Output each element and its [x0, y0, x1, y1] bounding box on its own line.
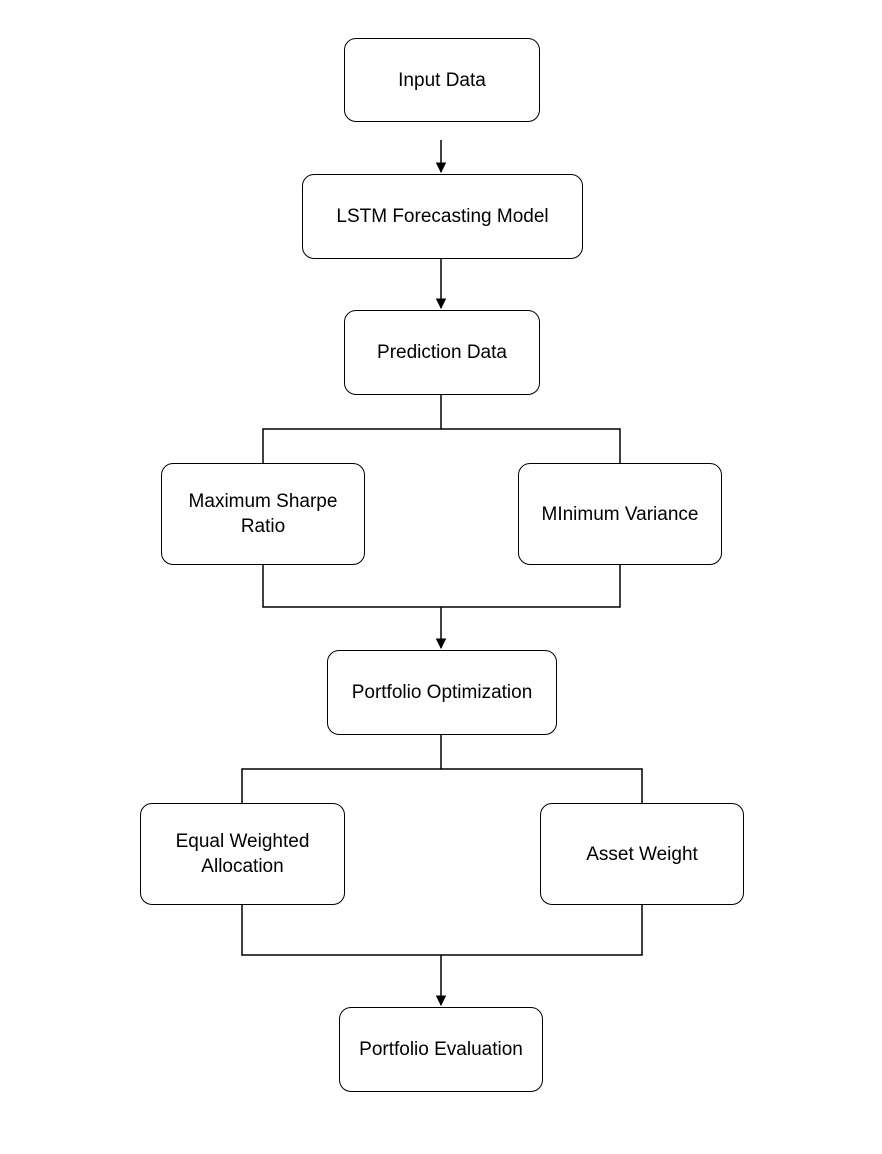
asset-weight-node: Asset Weight [540, 803, 744, 905]
connector-merge-strategies [262, 565, 621, 608]
connector-prediction-branch [262, 395, 442, 463]
input-data-node: Input Data [344, 38, 540, 122]
minimum-variance-node: MInimum Variance [518, 463, 722, 565]
connector-prediction-branch-right [441, 428, 621, 463]
connector-merge-allocations [241, 905, 643, 956]
connector-optimization-branch-right [441, 768, 643, 803]
prediction-data-node: Prediction Data [344, 310, 540, 395]
portfolio-optimization-node: Portfolio Optimization [327, 650, 557, 735]
maximum-sharpe-ratio-node: Maximum Sharpe Ratio [161, 463, 365, 565]
equal-weighted-allocation-node: Equal Weighted Allocation [140, 803, 345, 905]
connector-optimization-branch [241, 735, 442, 803]
portfolio-evaluation-node: Portfolio Evaluation [339, 1007, 543, 1092]
lstm-forecasting-model-node: LSTM Forecasting Model [302, 174, 583, 259]
